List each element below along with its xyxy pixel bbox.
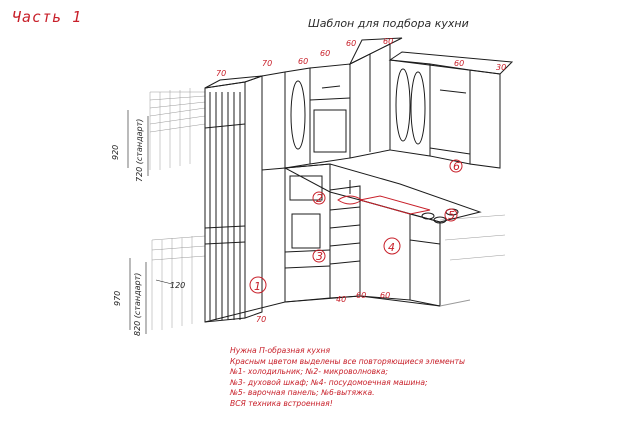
dim-height-820: 820 (стандарт) <box>133 273 142 336</box>
dim-top-60-c: 60 <box>346 39 356 48</box>
base-right-wall <box>359 195 459 307</box>
note-line: №5- варочная панель; №6-вытяжка. <box>230 388 375 398</box>
note-line: Красным цветом выделены все повторяющиес… <box>230 356 466 366</box>
appliance-6-label: 6 <box>453 160 460 173</box>
note-line: ВСЯ техника встроенная! <box>230 398 333 408</box>
dim-top-70-left: 70 <box>216 69 226 78</box>
height-dimensions <box>127 110 173 334</box>
dim-bottom-40: 40 <box>336 295 346 304</box>
appliance-3-label: 3 <box>316 250 323 263</box>
upper-cabinets-back <box>261 63 351 171</box>
part-label: Часть 1 <box>12 8 83 26</box>
note-line: №1- холодильник; №2- микроволновка; <box>230 367 388 377</box>
upper-wall-hatching <box>149 88 206 170</box>
dim-top-60-d: 60 <box>383 37 393 46</box>
dim-height-720: 720 (стандарт) <box>135 119 144 182</box>
dim-bottom-70: 70 <box>256 315 266 324</box>
dim-top-30: 30 <box>496 63 506 72</box>
floor-outline <box>204 295 471 323</box>
dim-bottom-60-a: 60 <box>356 291 366 300</box>
upper-cabinets-right <box>388 51 514 169</box>
hood-column <box>348 37 403 159</box>
appliance-2-label: 2 <box>316 192 323 205</box>
note-line: №3- духовой шкаф; №4- посудомоечная маши… <box>230 377 428 387</box>
dim-top-60-e: 60 <box>454 59 464 68</box>
appliance-markers <box>249 159 463 294</box>
dim-top-60-b: 60 <box>320 49 330 58</box>
sheet-title: Шаблон для подбора кухни <box>308 17 469 30</box>
appliance-1-label: 1 <box>254 280 261 293</box>
dim-height-970: 970 <box>113 291 122 306</box>
appliance-5-label: 5 <box>448 209 455 222</box>
appliance-4-label: 4 <box>388 241 395 254</box>
lower-wall-hatching <box>151 214 506 330</box>
dim-depth-120: 120 <box>170 281 185 290</box>
dim-top-70-mid: 70 <box>262 59 272 68</box>
dim-height-920: 920 <box>111 145 120 160</box>
fridge-column <box>204 75 263 323</box>
dim-bottom-60-b: 60 <box>380 291 390 300</box>
note-line: Нужна П-образная кухня <box>230 346 331 355</box>
dim-top-60-a: 60 <box>298 57 308 66</box>
base-back-wall <box>284 163 361 303</box>
notes-block: Нужна П-образная кухня Красным цветом вы… <box>230 346 465 410</box>
